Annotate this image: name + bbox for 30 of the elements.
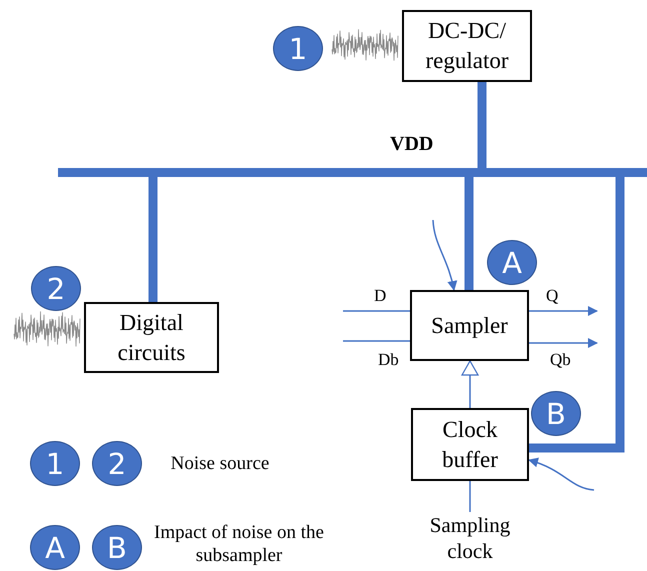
numbered-circle: 1: [30, 441, 80, 486]
power-line: [464, 177, 474, 290]
rail-label: VDD: [390, 132, 434, 156]
block-box: Digital circuits: [84, 302, 219, 373]
arrow: [529, 338, 598, 348]
power-line: [148, 177, 158, 302]
numbered-circle: 2: [31, 266, 81, 311]
numbered-circle: 2: [92, 441, 142, 486]
edge-label: Qb: [550, 351, 571, 369]
power-line: [529, 177, 624, 452]
signal-line: [343, 310, 410, 312]
numbered-circle: A: [30, 525, 80, 570]
block-box: Clock buffer: [411, 408, 529, 481]
block-box: Sampler: [410, 290, 529, 361]
arrow: [528, 458, 594, 491]
power-line: [478, 82, 486, 168]
arrow: [529, 306, 598, 316]
block-box: DC-DC/ regulator: [402, 10, 532, 82]
numbered-circle: A: [487, 240, 537, 285]
signal-line: [469, 481, 471, 512]
numbered-circle: 1: [273, 26, 323, 71]
signal-line: [343, 340, 410, 342]
legend-text: Impact of noise on the subsampler: [153, 521, 325, 567]
legend-text: Noise source: [170, 452, 270, 475]
numbered-circle: B: [92, 525, 142, 570]
arrow: [432, 220, 457, 291]
arrow: [461, 360, 479, 408]
edge-label: Q: [546, 287, 558, 305]
signal-label: Sampling clock: [405, 512, 535, 564]
numbered-circle: B: [531, 391, 581, 436]
